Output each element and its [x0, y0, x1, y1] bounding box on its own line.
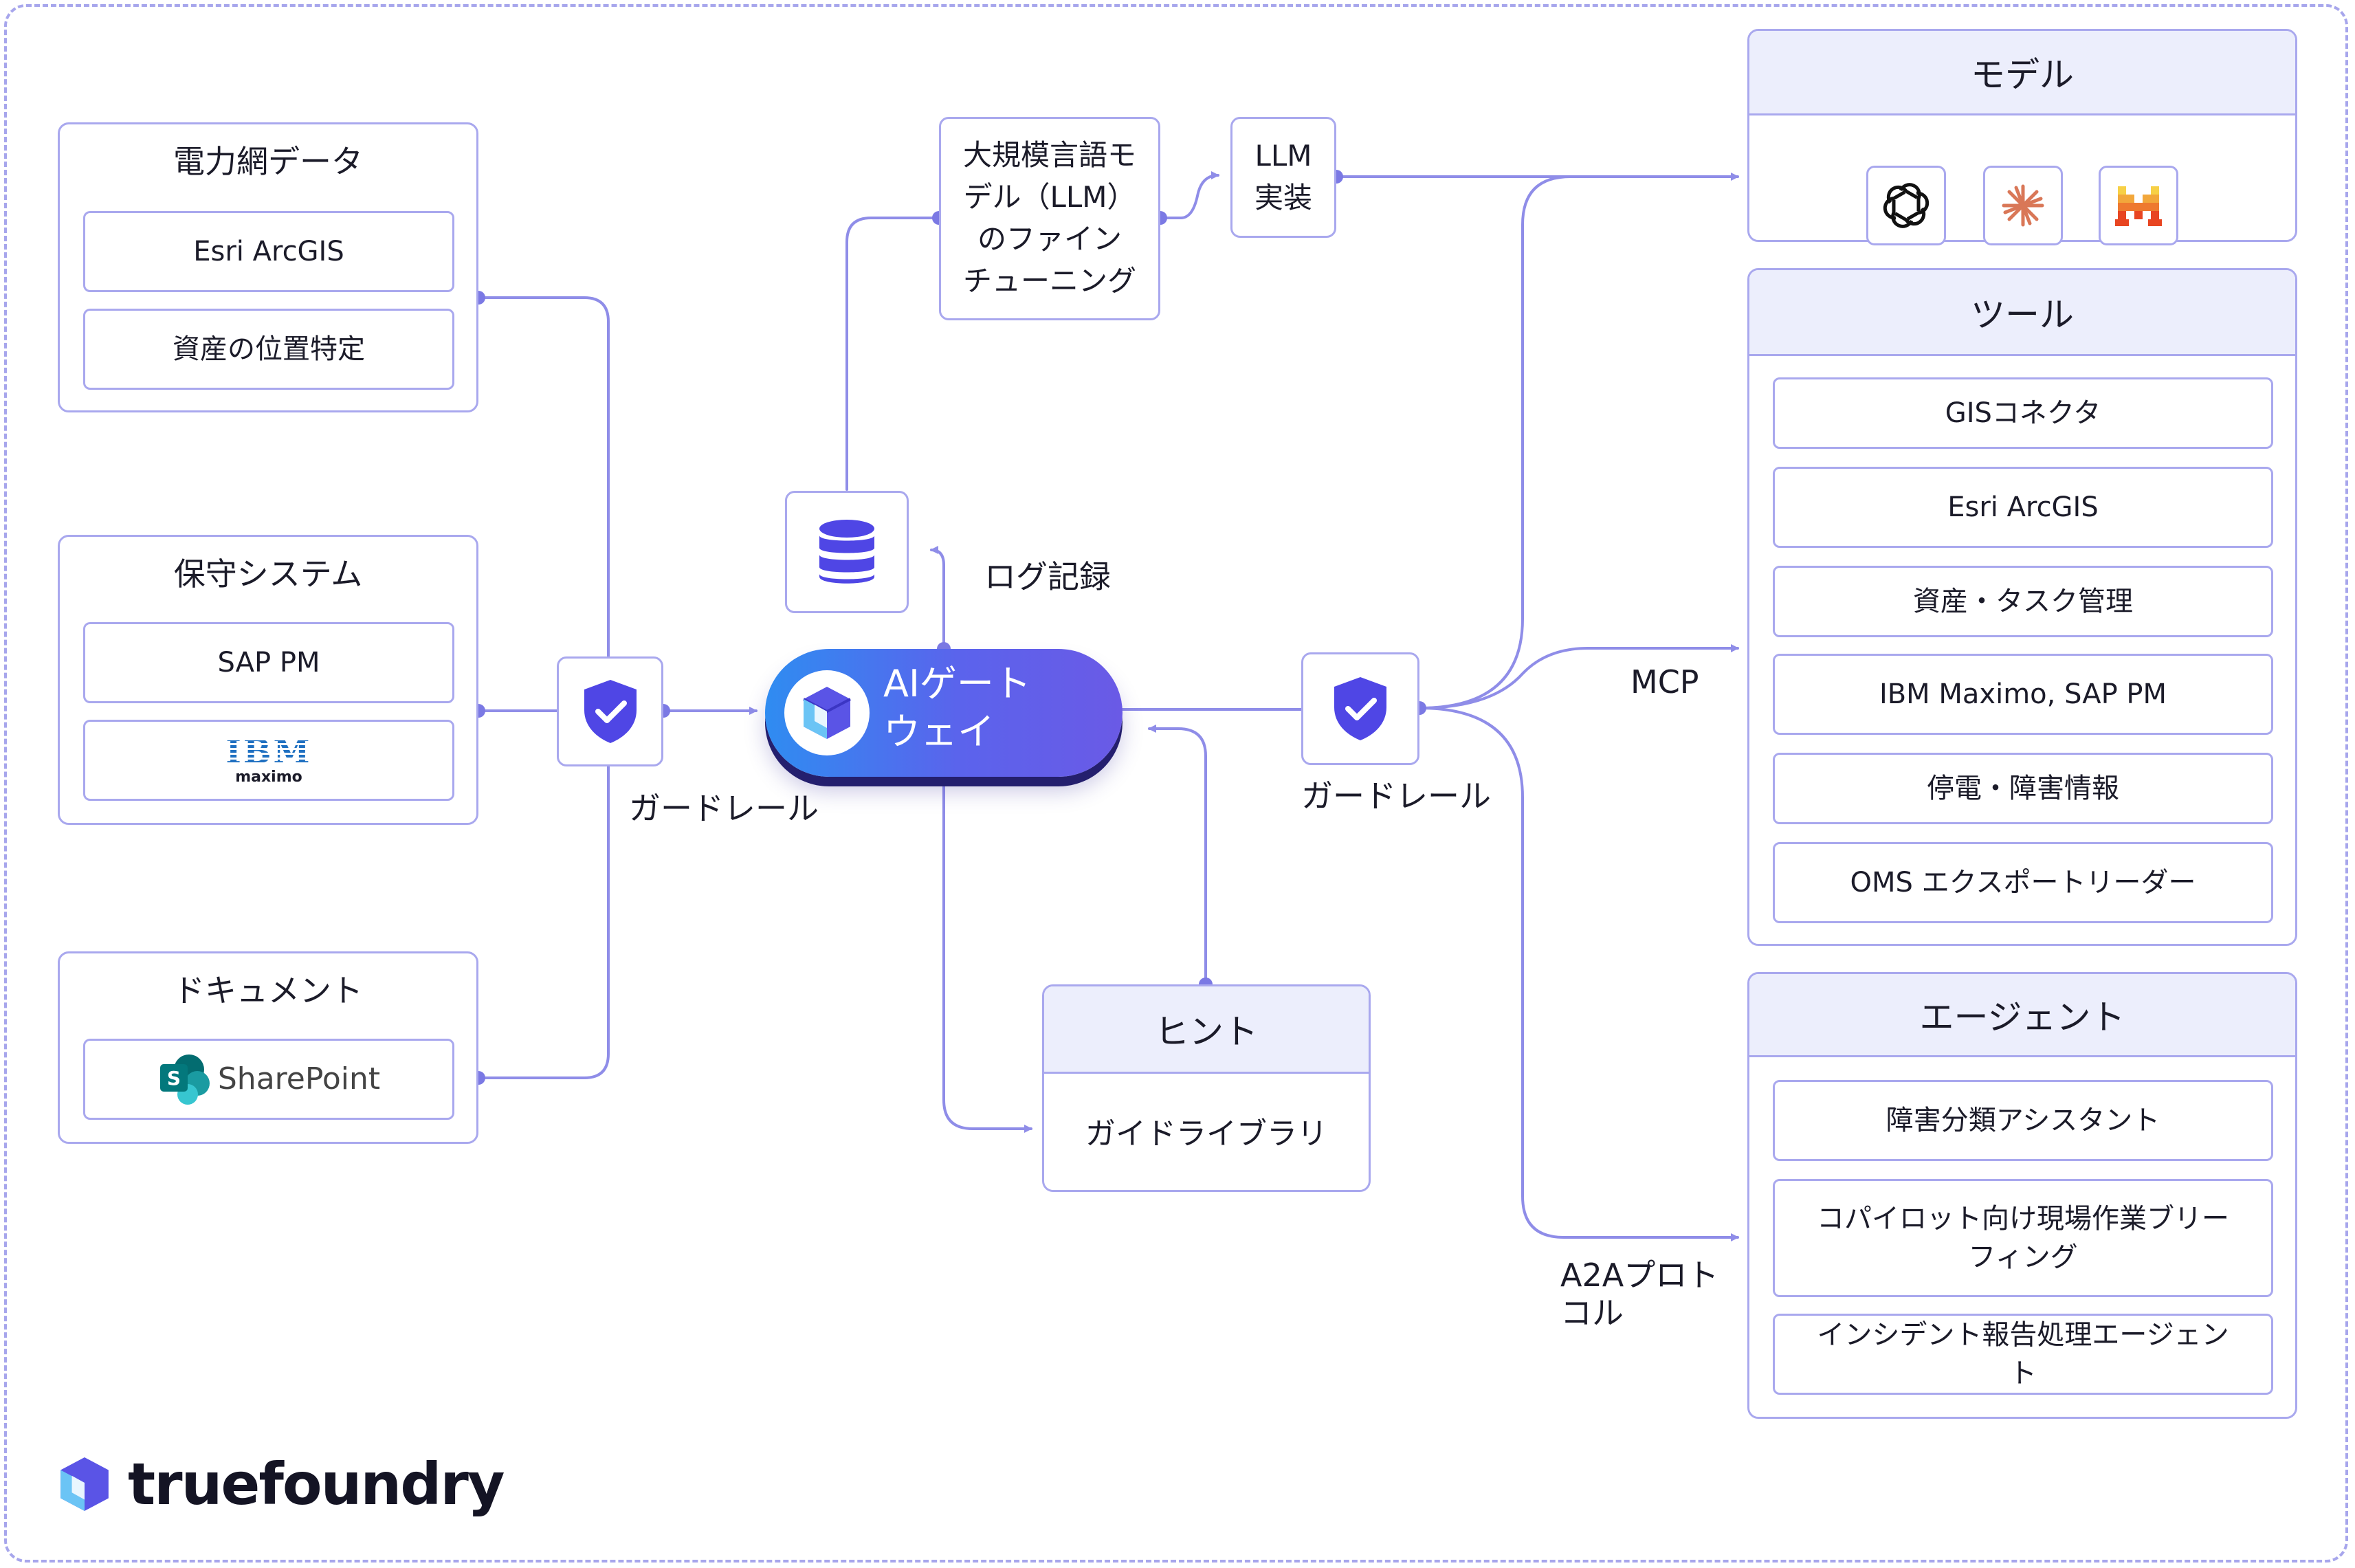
item-asset-location[interactable]: 資産の位置特定 [83, 309, 454, 390]
group-agents: エージェント 障害分類アシスタント コパイロット向け現場作業ブリー フィング イ… [1747, 972, 2297, 1419]
group-documents-title: ドキュメント [173, 972, 363, 1009]
wire-finetune-llm [1159, 171, 1219, 219]
group-models: モデル [1747, 29, 2297, 245]
hints-title: ヒント [1044, 986, 1369, 1074]
shield-check-icon [1334, 677, 1386, 740]
ai-gateway[interactable]: AIゲート ウェイ [765, 649, 1123, 777]
tool-asset-task[interactable]: 資産・タスク管理 [1773, 566, 2273, 637]
llm-implementation-box[interactable]: LLM 実装 [1230, 117, 1336, 238]
tool-gis-connector[interactable]: GISコネクタ [1773, 377, 2273, 449]
finetune-line-3: のファイン [977, 222, 1122, 256]
tool-maximo-sap[interactable]: IBM Maximo, SAP PM [1773, 654, 2273, 735]
wire-gateway-hints [942, 777, 1032, 1133]
finetune-line-2: デル（LLM） [963, 180, 1136, 214]
truefoundry-wordmark: truefoundry [128, 1450, 505, 1518]
svg-text:S: S [167, 1067, 181, 1090]
wire-to-models [1418, 175, 1572, 709]
diagram-frame [4, 4, 2348, 1563]
guardrail-right[interactable] [1301, 652, 1419, 765]
wire-hints-gateway [1148, 725, 1207, 986]
agent-field-briefing[interactable]: コパイロット向け現場作業ブリー フィング [1773, 1179, 2273, 1297]
truefoundry-logo: truefoundry [56, 1450, 505, 1518]
group-maintenance-title: 保守システム [173, 555, 363, 593]
gateway-label-line2: ウェイ [883, 710, 995, 754]
guardrail-left-label: ガードレール [629, 790, 819, 827]
item-sap-pm[interactable]: SAP PM [83, 622, 454, 703]
gateway-label: AIゲート ウェイ [883, 660, 1031, 756]
sharepoint-icon: S [159, 1054, 210, 1105]
logging-label: ログ記録 [984, 558, 1111, 595]
finetune-line-4: チューニング [962, 263, 1136, 298]
wire-db-finetune [845, 217, 940, 491]
group-tools: ツール GISコネクタ Esri ArcGIS 資産・タスク管理 IBM Max… [1747, 268, 2297, 946]
item-sharepoint[interactable]: S SharePoint [83, 1039, 454, 1120]
guardrail-right-label: ガードレール [1301, 777, 1491, 815]
openai-icon[interactable] [1866, 166, 1946, 245]
database-icon [819, 520, 874, 584]
shield-check-icon [584, 680, 637, 743]
truefoundry-icon [784, 670, 870, 755]
a2a-label: A2Aプロト コル [1560, 1257, 1718, 1332]
item-ibm-maximo[interactable]: IBM maximo [83, 720, 454, 801]
llm-impl-line-1: LLM [1254, 139, 1312, 173]
maximo-label: maximo [235, 769, 302, 786]
tool-outage-info[interactable]: 停電・障害情報 [1773, 753, 2273, 824]
truefoundry-logo-icon [60, 1457, 109, 1511]
group-hints: ヒント ガイドライブラリ [1042, 984, 1371, 1192]
agent-incident-report[interactable]: インシデント報告処理エージェン ト [1773, 1314, 2273, 1395]
tool-oms-reader[interactable]: OMS エクスポートリーダー [1773, 842, 2273, 923]
gateway-label-line1: AIゲート [883, 662, 1031, 705]
sharepoint-label: SharePoint [217, 1061, 381, 1097]
tools-title: ツール [1749, 270, 2295, 356]
llm-impl-line-2: 実装 [1254, 181, 1312, 214]
hint-guide-library[interactable]: ガイドライブラリ [1085, 1116, 1327, 1151]
wire-grid [477, 296, 610, 658]
wire-docs [477, 765, 610, 1079]
a2a-label-line1: A2Aプロト [1560, 1257, 1719, 1294]
anthropic-icon[interactable] [1983, 166, 2063, 245]
ibm-logo: IBM [225, 733, 312, 771]
mcp-label: MCP [1630, 663, 1699, 700]
guardrail-left[interactable] [557, 656, 663, 766]
log-database[interactable] [785, 491, 909, 613]
group-grid-title: 電力網データ [173, 143, 363, 180]
group-maintenance: 保守システム SAP PM IBM maximo [58, 535, 478, 825]
finetune-line-1: 大規模言語モ [962, 138, 1136, 173]
agents-title: エージェント [1749, 974, 2295, 1057]
wire-to-agents [1418, 707, 1739, 1241]
group-documents: ドキュメント S SharePoint [58, 951, 478, 1144]
group-grid-data: 電力網データ Esri ArcGIS 資産の位置特定 [58, 122, 478, 412]
mistral-icon[interactable] [2099, 166, 2178, 245]
wire-to-tools [1418, 644, 1739, 709]
tool-esri-arcgis[interactable]: Esri ArcGIS [1773, 467, 2273, 548]
wire-logging [930, 546, 945, 650]
a2a-label-line2: コル [1560, 1294, 1624, 1332]
finetune-box[interactable]: 大規模言語モ デル（LLM） のファイン チューニング [939, 117, 1160, 320]
agent-fault-classifier[interactable]: 障害分類アシスタント [1773, 1080, 2273, 1161]
item-esri-arcgis[interactable]: Esri ArcGIS [83, 211, 454, 292]
models-title: モデル [1749, 31, 2295, 115]
